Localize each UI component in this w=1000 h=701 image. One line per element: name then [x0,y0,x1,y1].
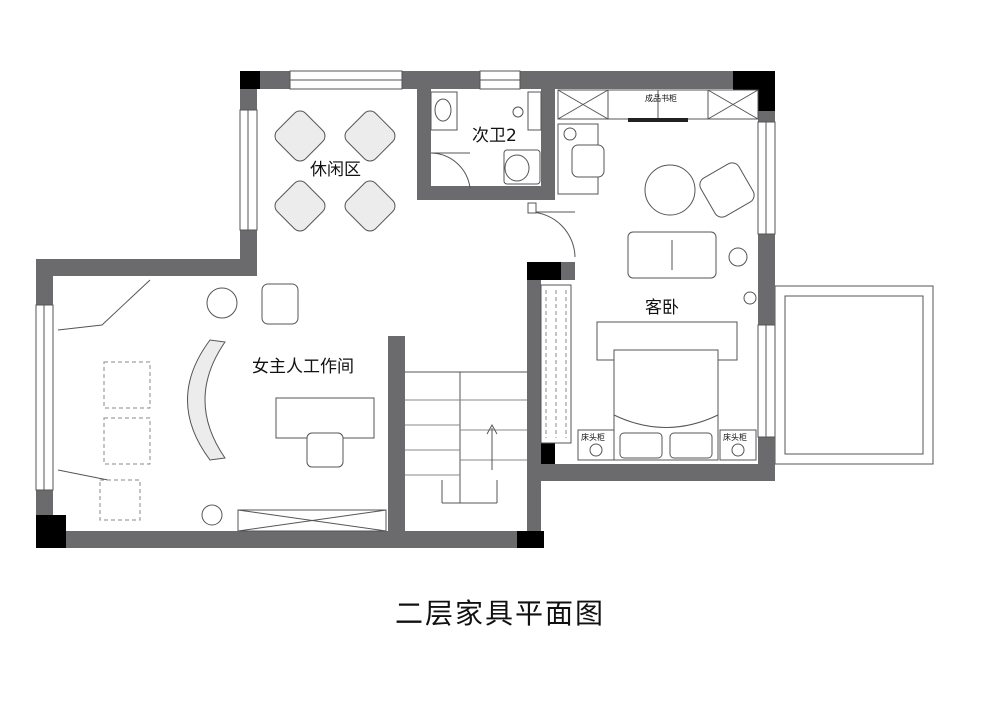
bookcase [557,89,759,122]
bedroom-upper-furniture [557,123,757,305]
label-nightstand-right: 床头柜 [723,432,747,442]
wardrobe [540,284,572,444]
room-label-guest-bedroom: 客卧 [645,298,679,318]
bathroom-fixtures [430,91,542,189]
floor [55,89,760,531]
room-label-bathroom: 次卫2 [472,126,517,146]
workroom-furniture [57,279,387,532]
room-label-lounge: 休闲区 [310,160,361,180]
bed [596,321,738,461]
staircase [405,371,527,504]
windows [35,70,776,491]
balcony [774,285,934,465]
label-bookcase: 成品书柜 [645,93,677,103]
bedroom-door [527,202,576,258]
room-label-workroom: 女主人工作间 [252,357,354,377]
plan-title: 二层家具平面图 [394,597,605,630]
nightstands [577,429,757,461]
lounge-chairs [274,110,396,232]
label-nightstand-left: 床头柜 [581,432,605,442]
